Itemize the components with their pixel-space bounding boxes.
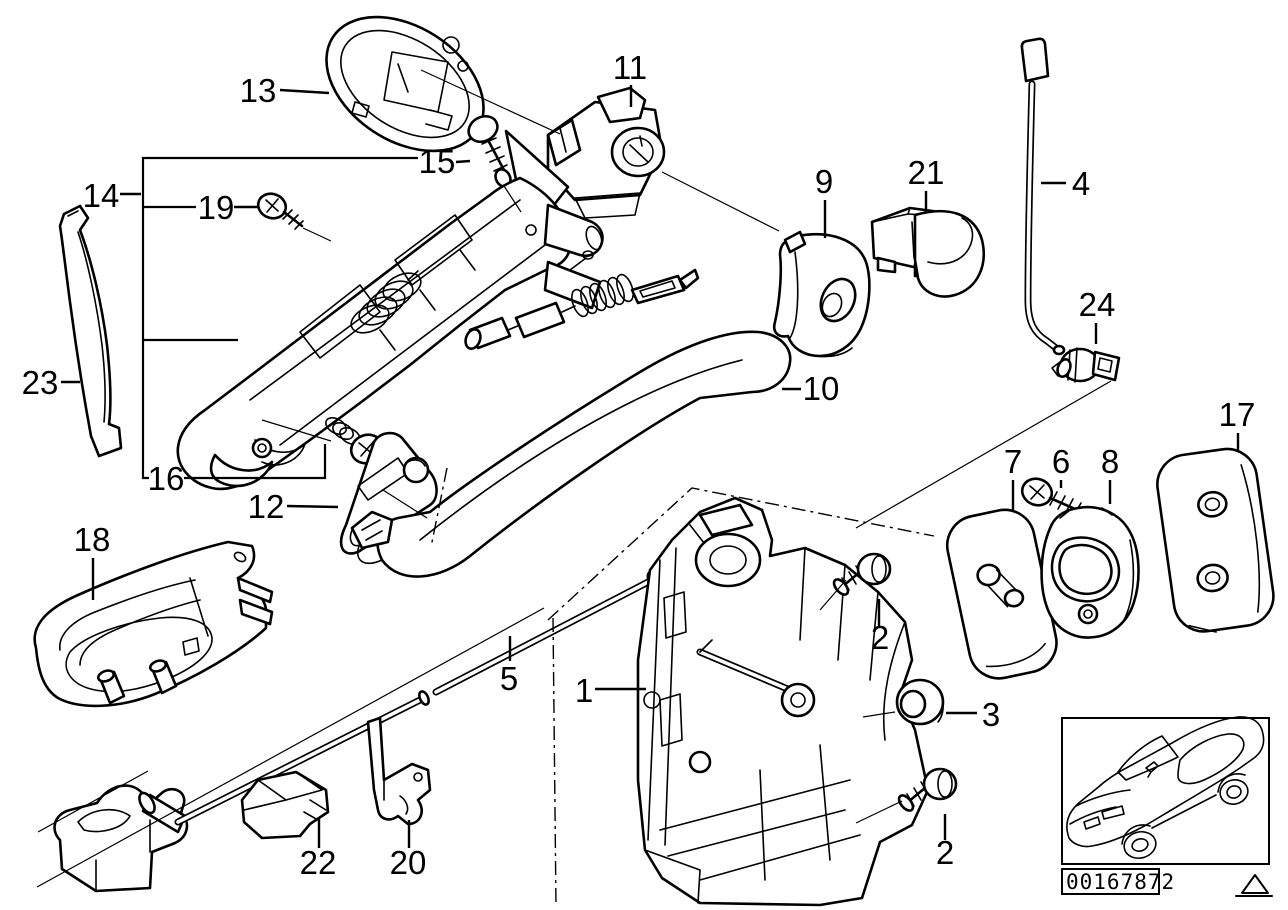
part-19-screw bbox=[256, 192, 304, 230]
callout-label-13: 13 bbox=[240, 72, 277, 109]
part-6-screw bbox=[1020, 477, 1084, 516]
bowden-cable bbox=[464, 268, 700, 350]
callout-label-14: 14 bbox=[83, 177, 120, 214]
callout-leader-line bbox=[279, 88, 330, 95]
callout-label-3: 3 bbox=[982, 696, 1000, 733]
callout-label-24: 24 bbox=[1079, 286, 1116, 323]
assembly-leader-line bbox=[261, 419, 332, 442]
callout-bracket-line bbox=[141, 156, 418, 480]
callout-label-20: 20 bbox=[390, 844, 427, 881]
part-18-inner-door-handle bbox=[33, 540, 274, 708]
car-thumbnail bbox=[1061, 716, 1270, 865]
part-17-cover-plate bbox=[1156, 447, 1275, 633]
assembly-leader-line bbox=[862, 711, 896, 718]
stamp-box: 00167872 bbox=[1061, 868, 1175, 895]
part-14-handle-carrier bbox=[176, 129, 604, 491]
callout-label-19: 19 bbox=[198, 189, 235, 226]
part-11-lock-cylinder bbox=[546, 86, 666, 219]
crank-lever bbox=[53, 784, 189, 893]
callout-label-2: 2 bbox=[871, 619, 889, 656]
phantom-line bbox=[547, 487, 935, 621]
part-22-clip bbox=[240, 770, 330, 840]
assembly-leader-line bbox=[420, 69, 561, 135]
assembly-leader-line bbox=[855, 380, 1112, 529]
callout-label-2: 2 bbox=[936, 834, 954, 871]
part-number-text: 00167872 bbox=[1066, 870, 1175, 894]
callout-label-16: 16 bbox=[148, 460, 185, 497]
triangle-icon bbox=[1235, 874, 1273, 897]
callout-label-17: 17 bbox=[1219, 396, 1256, 433]
part-9-handle-cover bbox=[772, 230, 871, 358]
part-15-screw bbox=[467, 114, 512, 188]
callout-label-4: 4 bbox=[1072, 165, 1090, 202]
assembly-leader-line bbox=[382, 489, 428, 519]
phantom-line bbox=[552, 617, 557, 907]
assembly-leader-line bbox=[819, 579, 847, 611]
assembly-leader-line bbox=[661, 171, 780, 232]
part-10-outer-door-handle bbox=[350, 330, 792, 578]
callout-label-5: 5 bbox=[500, 660, 518, 697]
callout-leader-line bbox=[455, 159, 471, 164]
callout-leader-line bbox=[286, 504, 339, 509]
part-7-striker-cover bbox=[945, 508, 1058, 680]
callout-label-1: 1 bbox=[575, 672, 593, 709]
part-21-cover-cap bbox=[870, 206, 985, 298]
callout-label-10: 10 bbox=[803, 370, 840, 407]
callout-label-11: 11 bbox=[613, 49, 647, 86]
part-20-bracket bbox=[366, 716, 432, 826]
carrier-spring bbox=[350, 270, 422, 334]
callout-label-18: 18 bbox=[74, 521, 111, 558]
callout-label-12: 12 bbox=[248, 488, 285, 525]
part-8-striker bbox=[1040, 505, 1140, 639]
callout-label-23: 23 bbox=[22, 364, 59, 401]
callout-label-22: 22 bbox=[300, 844, 337, 881]
callout-label-7: 7 bbox=[1004, 443, 1022, 480]
part-13-escutcheon bbox=[325, 15, 485, 153]
part-3-plug bbox=[895, 678, 945, 726]
callout-bracket-line bbox=[184, 444, 327, 480]
part-23-guide-strip bbox=[58, 204, 123, 458]
callout-label-15: 15 bbox=[419, 143, 456, 180]
assembly-leader-line bbox=[302, 227, 332, 242]
assembly-leader-line bbox=[36, 607, 545, 888]
part-4-lock-rod bbox=[1020, 37, 1066, 356]
callout-label-9: 9 bbox=[815, 163, 833, 200]
assembly-leader-line bbox=[503, 185, 522, 213]
part-2-screw-upper bbox=[832, 552, 892, 596]
assembly-leader-line bbox=[37, 770, 149, 833]
assembly-leader-line bbox=[855, 800, 903, 824]
part-2-screw-lower bbox=[897, 767, 958, 812]
phantom-line bbox=[430, 467, 448, 548]
callout-label-6: 6 bbox=[1052, 443, 1070, 480]
callout-label-8: 8 bbox=[1101, 443, 1119, 480]
part-24-switch bbox=[1051, 347, 1121, 383]
part-1-door-lock bbox=[636, 496, 930, 907]
callout-label-21: 21 bbox=[908, 154, 945, 191]
